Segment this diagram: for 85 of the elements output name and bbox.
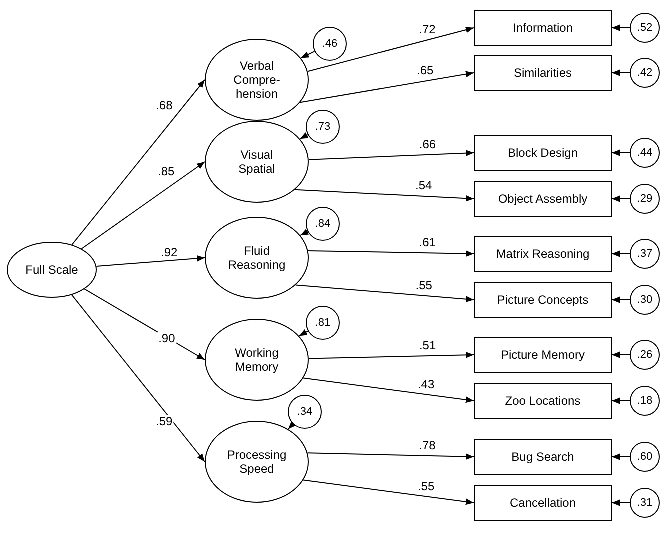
error-variance: .31 xyxy=(637,496,653,510)
arrow xyxy=(612,296,630,304)
arrow xyxy=(300,132,309,140)
error-variance: .29 xyxy=(637,192,653,206)
variable-name: Object Assembly xyxy=(498,192,588,206)
arrow xyxy=(612,454,630,460)
variable-name: Working Memory xyxy=(234,346,280,374)
edge-label: .65 xyxy=(416,64,435,78)
variable-name: Similarities xyxy=(514,66,572,80)
error-variance: .26 xyxy=(637,348,653,362)
arrow xyxy=(612,398,630,404)
error-variance: .34 xyxy=(297,405,313,419)
edge-label: .51 xyxy=(418,340,438,353)
arrow xyxy=(612,150,630,156)
arrow xyxy=(300,51,316,59)
edge-label: .54 xyxy=(414,180,434,193)
variable-name: Block Design xyxy=(508,146,578,160)
variable-name: Visual Spatial xyxy=(238,148,276,176)
arrow xyxy=(298,330,309,337)
arrow xyxy=(303,378,474,404)
arrow xyxy=(72,294,206,462)
error-variance: .52 xyxy=(637,21,653,35)
indicator-box xyxy=(474,236,612,272)
edge-label: .85 xyxy=(157,166,176,179)
arrow xyxy=(72,80,206,246)
error-variance: .60 xyxy=(637,450,653,464)
variable-name: Bug Search xyxy=(512,450,574,464)
arrow xyxy=(612,500,630,506)
edge-label: .92 xyxy=(160,246,179,260)
edge-label: .68 xyxy=(155,99,174,112)
variable-name: Matrix Reasoning xyxy=(496,247,590,261)
error-variance: .42 xyxy=(637,66,653,80)
edge-label: .55 xyxy=(416,480,436,494)
arrow xyxy=(612,24,630,32)
arrow xyxy=(295,284,474,303)
arrow xyxy=(294,189,474,202)
arrow xyxy=(84,288,206,360)
error-variance: .18 xyxy=(637,394,653,408)
variable-name: Picture Memory xyxy=(500,348,586,362)
edge-label: .59 xyxy=(155,415,174,428)
arrow xyxy=(307,452,474,460)
arrow xyxy=(81,162,206,250)
arrow xyxy=(300,229,310,236)
indicator-box xyxy=(474,383,612,419)
variable-name: Processing Speed xyxy=(226,448,288,476)
arrow xyxy=(612,250,630,258)
edge-label: .55 xyxy=(414,279,434,292)
error-variance: .81 xyxy=(315,316,331,330)
variable-name: Zoo Locations xyxy=(505,394,581,408)
edge-label: .90 xyxy=(158,332,176,346)
variable-name: Fluid Reasoning xyxy=(227,244,287,272)
variable-name: Verbal Compre- hension xyxy=(232,59,282,101)
edge-label: .78 xyxy=(418,439,437,452)
arrow xyxy=(308,150,474,160)
indicator-box xyxy=(474,439,612,475)
arrow xyxy=(308,352,474,360)
error-variance: .46 xyxy=(322,37,338,51)
arrow xyxy=(612,70,630,76)
error-variance: .30 xyxy=(637,293,653,307)
arrow xyxy=(612,196,630,202)
variable-name: Picture Concepts xyxy=(497,293,589,307)
indicator-box xyxy=(474,485,612,521)
variable-name: Full Scale xyxy=(26,263,78,277)
variable-name: Cancellation xyxy=(510,496,576,510)
indicator-box xyxy=(474,55,612,91)
indicator-box xyxy=(474,337,612,373)
error-variance: .37 xyxy=(637,247,653,261)
edge-label: .43 xyxy=(416,378,436,392)
arrow xyxy=(300,71,474,104)
indicator-box xyxy=(474,135,612,171)
error-variance: .73 xyxy=(315,120,331,134)
arrow xyxy=(612,352,630,358)
indicator-box xyxy=(474,10,612,46)
arrow xyxy=(307,26,474,72)
edge-label: .66 xyxy=(418,138,438,152)
arrow xyxy=(308,250,474,258)
arrow xyxy=(288,421,296,430)
indicator-box xyxy=(474,282,612,318)
error-variance: .44 xyxy=(637,146,653,160)
edge-label: .61 xyxy=(418,236,437,250)
variable-name: Information xyxy=(512,21,574,35)
arrow xyxy=(96,255,206,267)
arrow xyxy=(303,480,474,506)
indicator-box xyxy=(474,181,612,217)
error-variance: .84 xyxy=(315,217,331,231)
